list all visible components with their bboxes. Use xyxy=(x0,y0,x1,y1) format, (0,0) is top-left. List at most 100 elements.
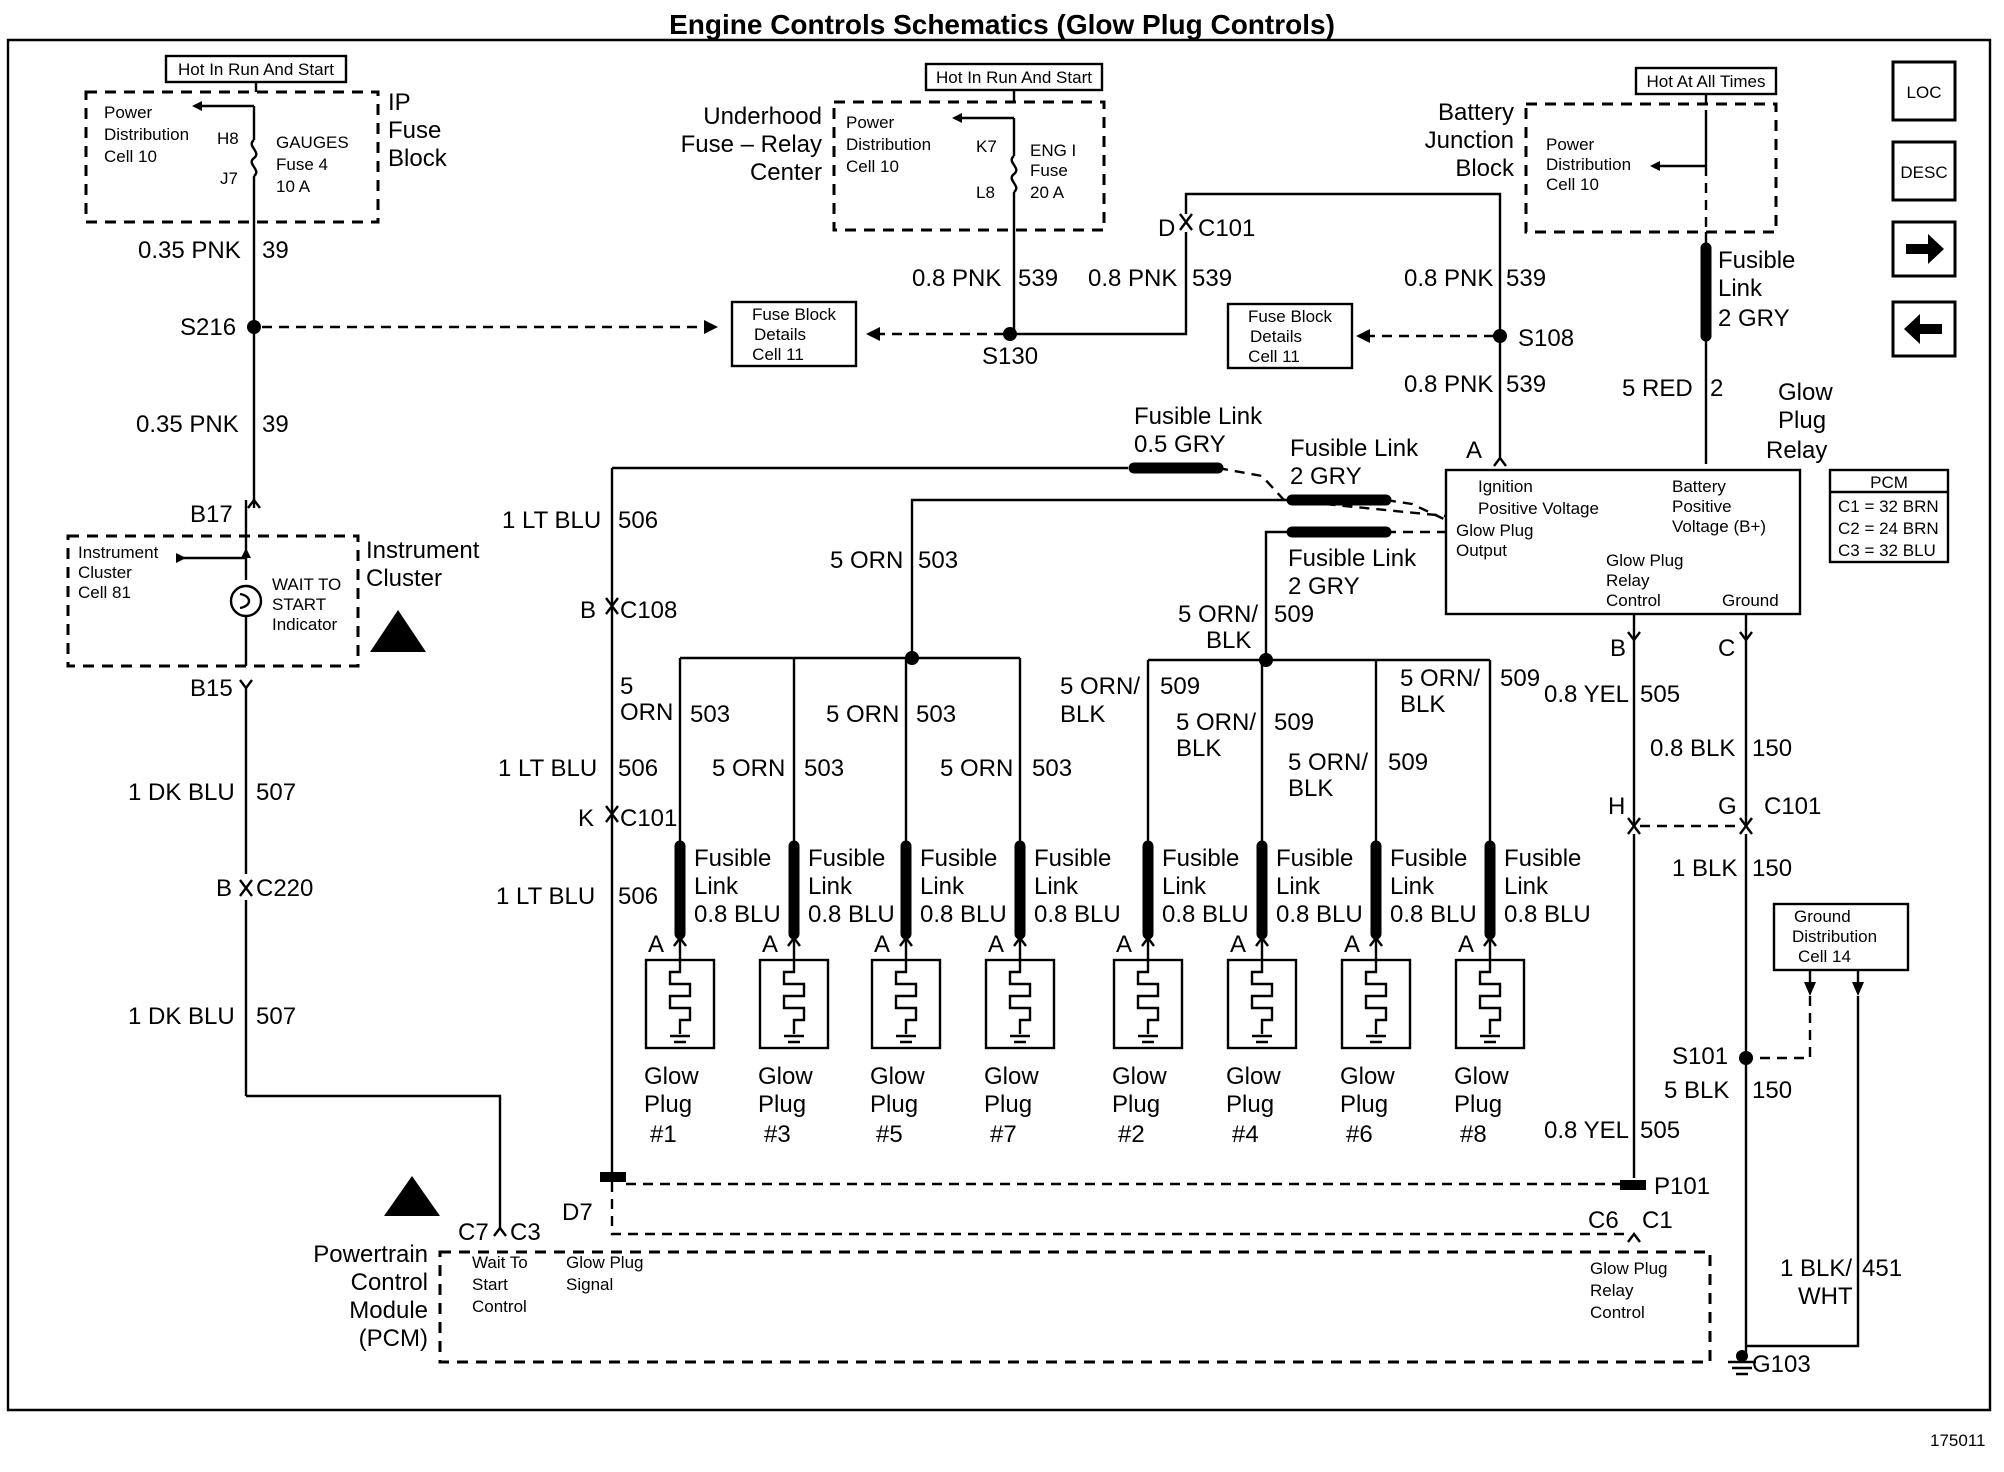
svg-text:Relay: Relay xyxy=(1590,1281,1634,1300)
svg-text:506: 506 xyxy=(618,883,658,910)
fuse-block-details-right: Fuse Block Details Cell 11 xyxy=(1226,302,1354,370)
svg-text:BLK: BLK xyxy=(1176,735,1221,762)
arrow-left-icon xyxy=(1904,314,1942,344)
svg-text:IP: IP xyxy=(388,89,411,116)
svg-text:J7: J7 xyxy=(220,169,238,188)
svg-text:539: 539 xyxy=(1506,371,1546,398)
svg-text:Link: Link xyxy=(1718,275,1763,302)
svg-text:Wait To: Wait To xyxy=(472,1253,528,1272)
svg-text:GAUGES: GAUGES xyxy=(276,133,349,152)
svg-text:A: A xyxy=(1230,931,1246,958)
svg-text:Battery: Battery xyxy=(1438,99,1514,126)
glow-plug-number: #8 xyxy=(1460,1121,1487,1148)
svg-text:Link: Link xyxy=(694,873,739,900)
svg-text:Plug: Plug xyxy=(1778,407,1826,434)
svg-text:509: 509 xyxy=(1388,749,1428,776)
svg-text:539: 539 xyxy=(1506,265,1546,292)
svg-text:539: 539 xyxy=(1192,265,1232,292)
svg-text:Cell 81: Cell 81 xyxy=(78,583,131,602)
svg-text:C101: C101 xyxy=(620,805,677,832)
svg-text:Block: Block xyxy=(388,145,448,172)
svg-text:5 ORN/: 5 ORN/ xyxy=(1176,709,1256,736)
svg-text:Link: Link xyxy=(1276,873,1321,900)
svg-text:Plug: Plug xyxy=(758,1091,806,1118)
svg-text:Cluster: Cluster xyxy=(78,563,132,582)
svg-text:5 ORN/: 5 ORN/ xyxy=(1060,673,1140,700)
svg-text:Ground: Ground xyxy=(1794,907,1851,926)
svg-text:150: 150 xyxy=(1752,855,1792,882)
svg-text:5 ORN: 5 ORN xyxy=(712,755,785,782)
svg-text:Details: Details xyxy=(754,325,806,344)
prev-arrow-button[interactable] xyxy=(1891,300,1957,358)
svg-text:Ignition: Ignition xyxy=(1478,477,1533,496)
splice-s101 xyxy=(1739,1051,1753,1065)
svg-text:5: 5 xyxy=(620,673,633,700)
svg-text:Voltage (B+): Voltage (B+) xyxy=(1672,517,1766,536)
svg-text:0.35 PNK: 0.35 PNK xyxy=(136,411,239,438)
svg-text:Powertrain: Powertrain xyxy=(313,1241,428,1268)
loc-button[interactable]: LOC xyxy=(1891,60,1957,122)
indicator-lamp-icon xyxy=(229,584,263,618)
svg-text:5 ORN: 5 ORN xyxy=(830,547,903,574)
svg-text:0.8 BLU: 0.8 BLU xyxy=(1034,901,1121,928)
svg-text:Module: Module xyxy=(349,1297,428,1324)
powertrain-control-module: Powertrain Control Module (PCM) C7 C3 Wa… xyxy=(313,1176,1712,1364)
svg-text:C6: C6 xyxy=(1588,1207,1619,1234)
svg-text:C2 = 24 BRN: C2 = 24 BRN xyxy=(1838,519,1939,538)
pcm-connector-legend: PCM C1 = 32 BRN C2 = 24 BRN C3 = 32 BLU xyxy=(1828,468,1950,564)
svg-text:Ground: Ground xyxy=(1722,591,1779,610)
ground-icon xyxy=(1728,1360,1756,1376)
svg-text:BLK: BLK xyxy=(1060,701,1105,728)
svg-text:20 A: 20 A xyxy=(1030,183,1065,202)
svg-text:A: A xyxy=(762,931,778,958)
desc-button[interactable]: DESC xyxy=(1891,140,1957,202)
svg-text:Hot In Run And Start: Hot In Run And Start xyxy=(178,60,334,79)
svg-text:539: 539 xyxy=(1018,265,1058,292)
next-arrow-button[interactable] xyxy=(1891,220,1957,278)
diagram-title: Engine Controls Schematics (Glow Plug Co… xyxy=(669,9,1335,40)
svg-text:503: 503 xyxy=(690,701,730,728)
svg-text:Plug: Plug xyxy=(1454,1091,1502,1118)
ip-fuse-block: Hot In Run And Start IP Fuse Block Power… xyxy=(84,54,448,224)
svg-text:Relay: Relay xyxy=(1606,571,1650,590)
svg-text:S130: S130 xyxy=(982,343,1038,370)
svg-text:H8: H8 xyxy=(217,129,239,148)
svg-text:1 LT BLU: 1 LT BLU xyxy=(496,883,595,910)
svg-text:Glow Plug: Glow Plug xyxy=(1590,1259,1667,1278)
svg-text:Plug: Plug xyxy=(1112,1091,1160,1118)
svg-text:0.8 YEL: 0.8 YEL xyxy=(1544,1117,1629,1144)
svg-text:A: A xyxy=(648,931,664,958)
svg-text:Power: Power xyxy=(1546,135,1595,154)
svg-text:C101: C101 xyxy=(1764,793,1821,820)
svg-text:Distribution: Distribution xyxy=(1792,927,1877,946)
svg-text:503: 503 xyxy=(916,701,956,728)
ground-distribution: Ground Distribution Cell 14 xyxy=(1772,902,1910,996)
svg-text:Glow: Glow xyxy=(984,1063,1039,1090)
svg-text:503: 503 xyxy=(804,755,844,782)
svg-text:Fusible: Fusible xyxy=(808,845,885,872)
splice-s130 xyxy=(1003,327,1017,341)
svg-text:(PCM): (PCM) xyxy=(359,1325,428,1352)
svg-text:Fusible: Fusible xyxy=(694,845,771,872)
svg-text:0.8 PNK: 0.8 PNK xyxy=(912,265,1001,292)
svg-text:0.35 PNK: 0.35 PNK xyxy=(138,237,241,264)
svg-text:506: 506 xyxy=(618,507,658,534)
svg-text:1 DK BLU: 1 DK BLU xyxy=(128,779,235,806)
svg-text:0.8 BLU: 0.8 BLU xyxy=(920,901,1007,928)
svg-text:Positive Voltage: Positive Voltage xyxy=(1478,499,1599,518)
svg-text:Link: Link xyxy=(1034,873,1079,900)
svg-text:B15: B15 xyxy=(190,675,233,702)
svg-text:K: K xyxy=(578,805,594,832)
svg-text:C7: C7 xyxy=(458,1219,489,1246)
svg-text:Details: Details xyxy=(1250,327,1302,346)
svg-text:Output: Output xyxy=(1456,541,1507,560)
svg-text:5 ORN/: 5 ORN/ xyxy=(1400,665,1480,692)
svg-text:Cell 10: Cell 10 xyxy=(846,157,899,176)
svg-text:0.8 PNK: 0.8 PNK xyxy=(1404,371,1493,398)
svg-text:BLK: BLK xyxy=(1288,775,1333,802)
svg-text:Center: Center xyxy=(750,159,822,186)
svg-text:Fusible: Fusible xyxy=(1276,845,1353,872)
